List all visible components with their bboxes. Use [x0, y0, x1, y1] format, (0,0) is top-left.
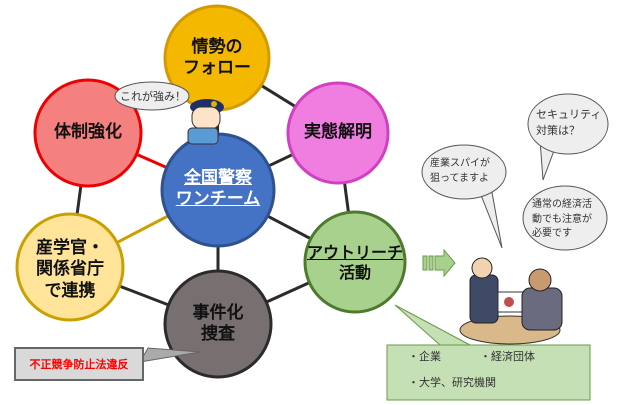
node-cooperation-label: 産学官・関係省庁で連携	[36, 238, 104, 301]
node-structure-label: 体制強化	[54, 122, 122, 142]
spy-speech-bubble	[421, 144, 507, 200]
node-structure	[33, 78, 143, 188]
node-case-label: 事件化捜査	[192, 303, 244, 345]
business-meeting-illustration	[459, 257, 563, 345]
outreach-target-universities: ・大学、研究機関	[408, 376, 496, 389]
security-speech-bubble	[527, 93, 609, 155]
outreach-box	[386, 344, 591, 401]
violation-text: 不正競争防止法違反	[29, 358, 129, 371]
node-investigation-label: 実態解明	[304, 122, 372, 142]
node-outreach-label[interactable]: アウトリーチ活動	[306, 243, 403, 282]
node-center-label[interactable]: 全国警察ワンチーム	[175, 168, 261, 210]
node-situation-label: 情勢のフォロー	[183, 37, 251, 79]
node-case	[163, 269, 273, 379]
node-outreach	[303, 210, 407, 314]
violation-box	[14, 347, 144, 381]
outreach-target-companies: ・企業	[408, 350, 441, 363]
node-investigation	[286, 81, 390, 185]
spy-bubble-text: 産業スパイが狙ってますよ	[430, 158, 490, 184]
police-bubble-text: これが強み！	[120, 90, 186, 103]
police-officer-icon	[187, 99, 224, 145]
caution-bubble-text: 通常の経済活動でも注意が必要です	[532, 199, 592, 239]
arrow-right-icon	[422, 248, 456, 278]
police-speech-bubble	[114, 81, 190, 111]
outreach-target-economic-orgs: ・経済団体	[480, 350, 535, 363]
node-cooperation	[15, 212, 125, 322]
security-bubble-text: セキュリティ対策は？	[536, 108, 602, 137]
caution-speech-bubble	[522, 185, 608, 251]
outreach-pointer	[394, 304, 471, 346]
